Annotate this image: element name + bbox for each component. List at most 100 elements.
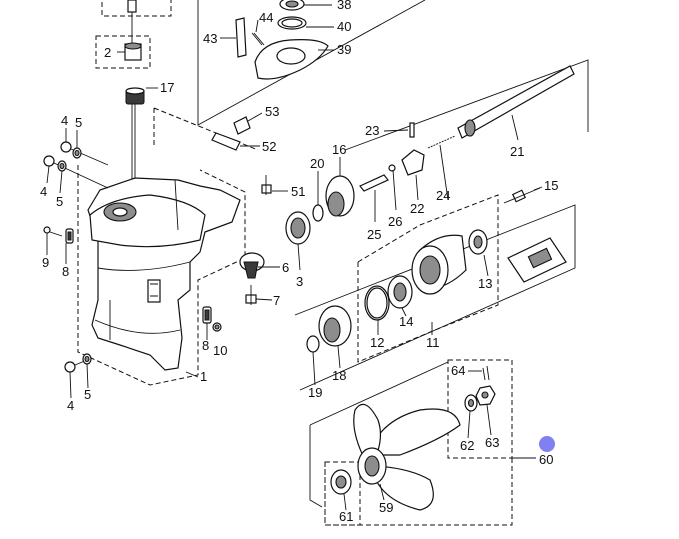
label-8-upper: 8 <box>62 264 69 279</box>
label-19: 19 <box>308 385 322 400</box>
label-1: 1 <box>200 369 207 384</box>
label-17: 17 <box>160 80 174 95</box>
label-18: 18 <box>332 368 346 383</box>
pin-part-64 <box>482 365 490 381</box>
label-16: 16 <box>332 142 346 157</box>
rod-part-25 <box>359 174 389 222</box>
label-4-mid: 4 <box>40 184 47 199</box>
label-38: 38 <box>337 0 351 12</box>
washer-part-62 <box>464 394 478 412</box>
gear-part-16 <box>325 175 355 217</box>
plug-part-8-upper <box>65 228 74 244</box>
bolt-part-7 <box>245 285 257 305</box>
label-23: 23 <box>365 123 379 138</box>
clutch-part-22 <box>401 149 425 201</box>
oring-part-40 <box>277 16 307 30</box>
label-25: 25 <box>367 227 381 242</box>
bushing-part-2 <box>124 42 142 61</box>
label-14: 14 <box>399 314 413 329</box>
label-52: 52 <box>262 139 276 154</box>
pin-part-26 <box>388 164 397 211</box>
label-12: 12 <box>370 335 384 350</box>
label-21: 21 <box>510 144 524 159</box>
pin-part-23 <box>409 122 415 138</box>
frame-top-group <box>197 0 426 126</box>
bearing-part-14 <box>387 275 413 309</box>
bolt-part-51 <box>261 175 272 195</box>
label-4-top: 4 <box>61 113 68 128</box>
label-62: 62 <box>460 438 474 453</box>
washer-part-5-lower <box>82 353 92 365</box>
part-6 <box>239 252 265 279</box>
washer-part-19 <box>306 335 320 353</box>
label-60: 60 <box>539 452 553 467</box>
spacer-part-61 <box>330 469 352 495</box>
label-5-bottom: 5 <box>84 387 91 402</box>
dashed-box-prop-bottom <box>324 458 513 526</box>
bolt-part-4-upper <box>60 141 109 166</box>
label-61: 61 <box>339 509 353 524</box>
label-53: 53 <box>265 104 279 119</box>
dashed-box-top <box>101 0 172 17</box>
label-43: 43 <box>203 31 217 46</box>
label-11: 11 <box>426 335 440 350</box>
label-9: 9 <box>42 255 49 270</box>
leader-lines <box>46 4 543 511</box>
label-40: 40 <box>337 19 351 34</box>
gasket-part-39 <box>254 39 329 80</box>
bolt-part-15 <box>503 187 541 204</box>
label-13: 13 <box>478 276 492 291</box>
gear-part-18 <box>318 305 352 347</box>
washer-part-5-upper <box>72 147 82 159</box>
washer-part-10 <box>212 322 222 332</box>
spring-part-24 <box>427 135 456 201</box>
part-53 <box>233 116 251 135</box>
tube-part-43 <box>235 17 247 58</box>
bearing-housing-part-11 <box>411 234 467 295</box>
propeller-part-59 <box>353 403 461 511</box>
label-63: 63 <box>485 435 499 450</box>
plug-part-8-lower <box>202 306 212 324</box>
dashed-box-housing-inner <box>153 107 259 151</box>
cursor-dot-marker <box>539 436 555 452</box>
nut-part-63 <box>475 385 496 406</box>
plate-part <box>507 237 567 283</box>
label-5-mid: 5 <box>56 194 63 209</box>
pin-part-44 <box>251 32 265 46</box>
label-20: 20 <box>310 156 324 171</box>
dashed-box-propeller <box>447 359 513 459</box>
lower-casing-part-1 <box>87 177 241 371</box>
label-59: 59 <box>379 500 393 515</box>
label-4-bottom: 4 <box>67 398 74 413</box>
washer-part-20 <box>312 204 324 222</box>
seal-part-38 <box>279 0 305 11</box>
bearing-part-3 <box>285 211 311 271</box>
label-64: 64 <box>451 363 465 378</box>
part-labels: 1 2 3 4 4 4 5 5 5 6 7 8 8 9 10 11 12 13 … <box>40 0 558 524</box>
part-52 <box>211 132 241 151</box>
label-10: 10 <box>213 343 227 358</box>
label-44: 44 <box>259 10 273 25</box>
label-8-lower: 8 <box>202 338 209 353</box>
label-2: 2 <box>104 45 111 60</box>
label-5-top: 5 <box>75 115 82 130</box>
bearing-part-17 <box>125 87 145 105</box>
washer-part-13 <box>468 229 488 255</box>
frame-propeller-group <box>309 361 536 508</box>
label-24: 24 <box>436 188 450 203</box>
dashed-box-bearing-housing <box>357 194 499 363</box>
label-3: 3 <box>296 274 303 289</box>
oring-part-12 <box>364 285 390 321</box>
washer-part-5-mid <box>57 160 67 172</box>
label-39: 39 <box>337 42 351 57</box>
label-6: 6 <box>282 260 289 275</box>
shaft-part-21 <box>457 65 575 141</box>
label-15: 15 <box>544 178 558 193</box>
label-22: 22 <box>410 201 424 216</box>
label-51: 51 <box>291 184 305 199</box>
dashed-box-part2 <box>95 35 151 69</box>
label-26: 26 <box>388 214 402 229</box>
dashed-box-part61 <box>324 461 361 526</box>
label-7: 7 <box>273 293 280 308</box>
